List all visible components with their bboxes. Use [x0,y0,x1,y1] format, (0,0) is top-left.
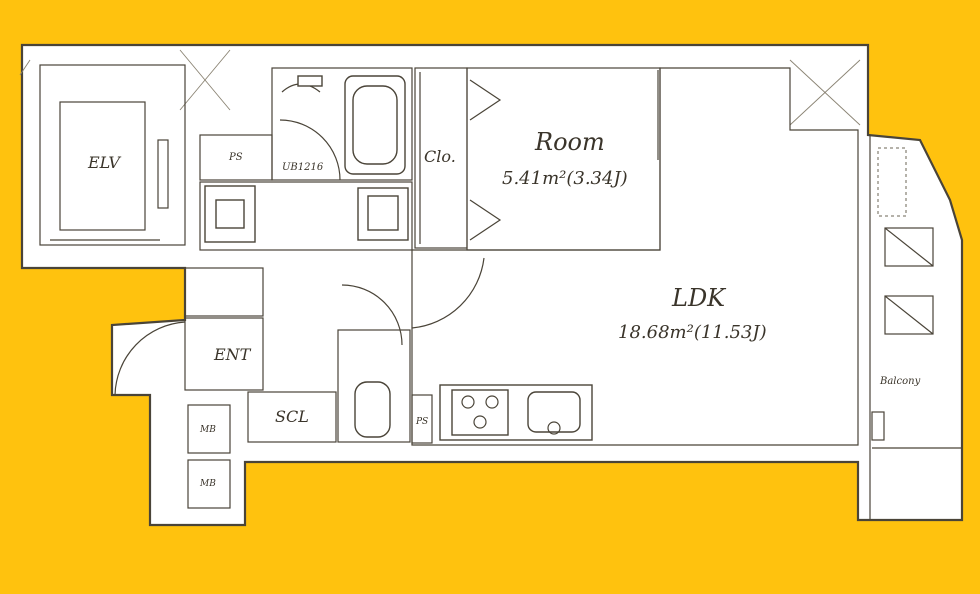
entrance [114,267,264,396]
elevator-label: ELV [87,153,121,172]
ps-bottom-label: PS [415,417,428,427]
elevator-block [39,64,186,246]
balcony [869,135,962,520]
hatched-areas [19,49,861,126]
closet-label: Clo. [424,147,456,166]
entrance-label: ENT [213,345,252,364]
ldk-area [411,67,859,446]
meter-box-top-label: MB [199,425,216,435]
building-outline [20,43,964,527]
meter-boxes [187,404,231,509]
unit-bath [271,67,413,181]
toilet-area [247,284,433,444]
room-area-label: 5.41m²(3.34J) [502,168,628,189]
ldk-area-label: 18.68m²(11.53J) [618,322,767,343]
washroom [199,181,413,251]
ldk-label: LDK [671,284,727,312]
unit-bath-label: UB1216 [282,162,324,173]
room-label: Room [534,128,605,156]
balcony-label: Balcony [879,376,921,387]
ps-top-label: PS [228,152,243,163]
meter-box-bottom-label: MB [199,479,216,489]
shoe-closet-label: SCL [275,407,309,426]
